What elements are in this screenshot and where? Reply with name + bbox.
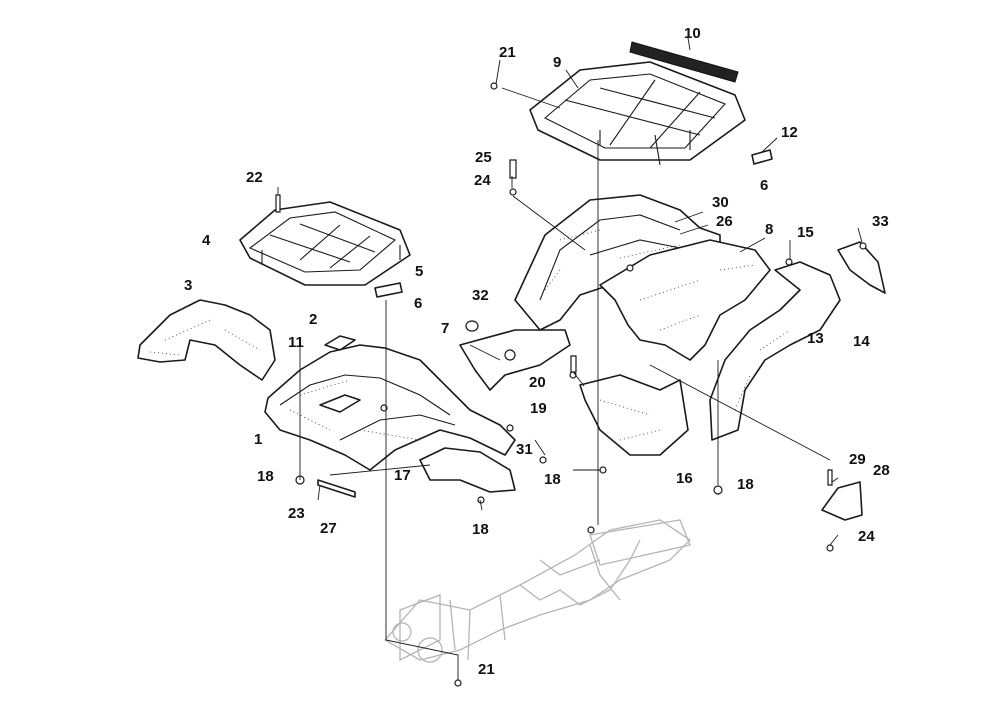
- callout-17: 17: [394, 467, 411, 484]
- part-17-front-mud-flap: [419, 447, 516, 493]
- callout-18-bottom: 18: [472, 521, 489, 538]
- part-4-front-rack: [239, 201, 411, 286]
- part-12-plate: [751, 149, 773, 165]
- callout-6-rear: 6: [760, 177, 768, 194]
- part-32-grommet: [465, 320, 479, 332]
- part-1-front-fender: [264, 344, 516, 471]
- callout-11: 11: [288, 334, 304, 351]
- vehicle-frame: [383, 519, 692, 663]
- callouts: 1 2 3 4 5 6 7 8 9 10 11 12 13 14 15 16 1…: [184, 25, 890, 678]
- callout-23: 23: [288, 505, 305, 522]
- part-10-grab-bar: [629, 41, 739, 83]
- callout-29: 29: [849, 451, 866, 468]
- part-27-bar: [317, 479, 356, 498]
- callout-6-front: 6: [414, 295, 422, 312]
- callout-24-top: 24: [474, 172, 491, 189]
- callout-27: 27: [320, 520, 337, 537]
- callout-30: 30: [712, 194, 729, 211]
- part-14-guard: [837, 241, 886, 294]
- callout-2: 2: [309, 311, 317, 328]
- callout-26: 26: [716, 213, 733, 230]
- callout-7: 7: [441, 320, 449, 337]
- callout-24-bottom: 24: [858, 528, 875, 545]
- part-13-fender-flare: [709, 261, 841, 441]
- callout-12: 12: [781, 124, 798, 141]
- part-2-cap: [324, 335, 356, 351]
- part-3-inner-fender: [137, 299, 276, 381]
- part-30-rear-fender: [514, 194, 721, 331]
- callout-20: 20: [529, 374, 546, 391]
- callout-4: 4: [202, 232, 211, 249]
- callout-33: 33: [872, 213, 889, 230]
- part-5-plate: [374, 282, 403, 298]
- callout-5: 5: [415, 263, 423, 280]
- callout-18-right: 18: [737, 476, 754, 493]
- callout-10: 10: [684, 25, 701, 42]
- callout-21-bottom: 21: [478, 661, 495, 678]
- part-28-bracket: [821, 481, 863, 521]
- callout-31: 31: [516, 441, 533, 458]
- callout-3: 3: [184, 277, 192, 294]
- fasteners: [275, 82, 834, 687]
- callout-14: 14: [853, 333, 870, 350]
- leader-lines: [277, 37, 863, 680]
- part-16-mud-flap: [579, 374, 689, 456]
- part-9-rear-rack: [529, 61, 746, 166]
- part-7-side-panel: [459, 329, 571, 391]
- callout-25: 25: [475, 149, 492, 166]
- part-33-clip: [859, 242, 867, 250]
- callout-32: 32: [472, 287, 489, 304]
- callout-13: 13: [807, 330, 824, 347]
- callout-28: 28: [873, 462, 890, 479]
- callout-16: 16: [676, 470, 693, 487]
- callout-9: 9: [553, 54, 561, 71]
- callout-18-center: 18: [544, 471, 561, 488]
- callout-8: 8: [765, 221, 773, 238]
- callout-21-top: 21: [499, 44, 516, 61]
- callout-19: 19: [530, 400, 547, 417]
- callout-15: 15: [797, 224, 814, 241]
- callout-1: 1: [254, 431, 262, 448]
- callout-22: 22: [246, 169, 263, 186]
- callout-18-left: 18: [257, 468, 274, 485]
- part-8-rear-inner-fender: [599, 239, 771, 361]
